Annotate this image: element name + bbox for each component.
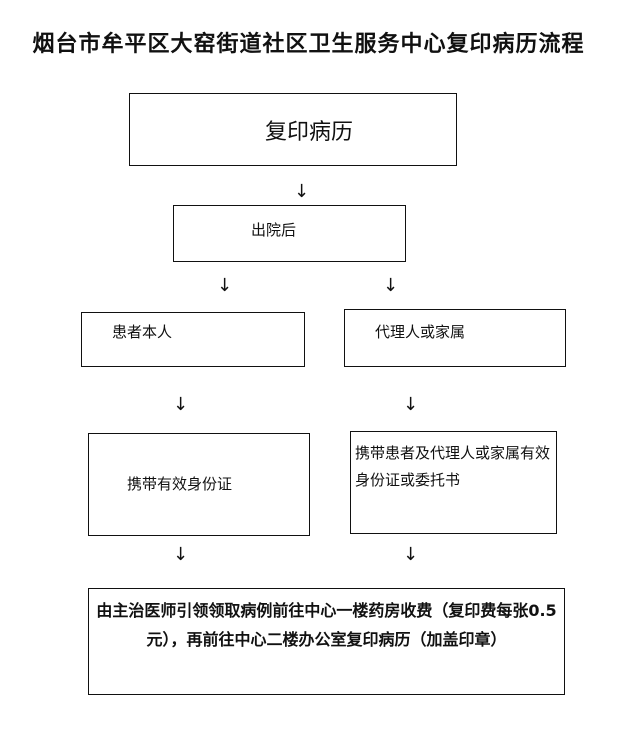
- agent-id-label: 携带患者及代理人或家属有效身份证或委托书: [355, 444, 551, 489]
- arrow-down-icon: ↓: [403, 394, 419, 415]
- arrow-down-icon: ↓: [173, 394, 189, 415]
- page-title: 烟台市牟平区大窑街道社区卫生服务中心复印病历流程: [32, 32, 585, 57]
- patient-id-box: [88, 433, 310, 536]
- final-step-label: 由主治医师引领领取病例前往中心一楼药房收费（复印费每张0.5元），再前往中心二楼…: [96, 601, 557, 649]
- arrow-down-icon: ↓: [217, 275, 233, 296]
- discharge-label: 出院后: [251, 221, 297, 239]
- arrow-down-icon: ↓: [294, 181, 310, 202]
- start-label: 复印病历: [265, 120, 354, 145]
- start-box: [129, 93, 457, 166]
- patient-label: 患者本人: [112, 323, 173, 341]
- patient-box: [81, 312, 305, 367]
- arrow-down-icon: ↓: [173, 544, 189, 565]
- patient-id-label: 携带有效身份证: [127, 475, 233, 493]
- arrow-down-icon: ↓: [383, 275, 399, 296]
- discharge-box: [173, 205, 406, 262]
- agent-label: 代理人或家属: [375, 323, 466, 341]
- agent-box: [344, 309, 566, 367]
- arrow-down-icon: ↓: [403, 544, 419, 565]
- agent-id-box: [350, 431, 557, 534]
- final-step-box: [88, 588, 565, 695]
